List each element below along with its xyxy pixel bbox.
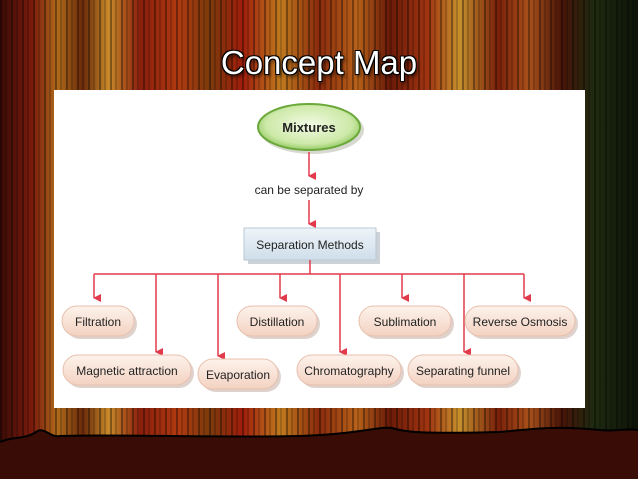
method-node: Reverse Osmosis (464, 305, 578, 339)
method-node: Sublimation (358, 305, 454, 339)
method-label-sublimation: Sublimation (374, 315, 437, 329)
link-phrase: can be separated by (255, 183, 364, 197)
method-label-chromatography: Chromatography (304, 364, 393, 378)
method-node: Evaporation (197, 358, 281, 392)
method-label-filtration: Filtration (75, 315, 121, 329)
connector-lines (93, 260, 531, 360)
method-label-separating-funnel: Separating funnel (416, 364, 510, 378)
method-node: Chromatography (296, 354, 404, 388)
stage-floor (0, 426, 638, 479)
method-label-magnetic-attraction: Magnetic attraction (76, 364, 177, 378)
method-label-reverse-osmosis: Reverse Osmosis (473, 315, 568, 329)
method-node: Separating funnel (407, 354, 521, 388)
method-label-distillation: Distillation (250, 315, 305, 329)
method-label-evaporation: Evaporation (206, 368, 270, 382)
method-node: Magnetic attraction (62, 354, 194, 388)
concept-map-panel: Mixtures can be separated by Separation … (54, 90, 585, 408)
root-label: Mixtures (282, 120, 335, 135)
method-node: Filtration (61, 305, 137, 339)
root-node: Mixtures (257, 103, 364, 154)
method-node: Distillation (236, 305, 320, 339)
slide-title: Concept Map (220, 44, 418, 81)
concept-map-diagram: Mixtures can be separated by Separation … (61, 103, 578, 392)
category-node: Separation Methods (243, 227, 380, 264)
category-label: Separation Methods (256, 238, 363, 252)
